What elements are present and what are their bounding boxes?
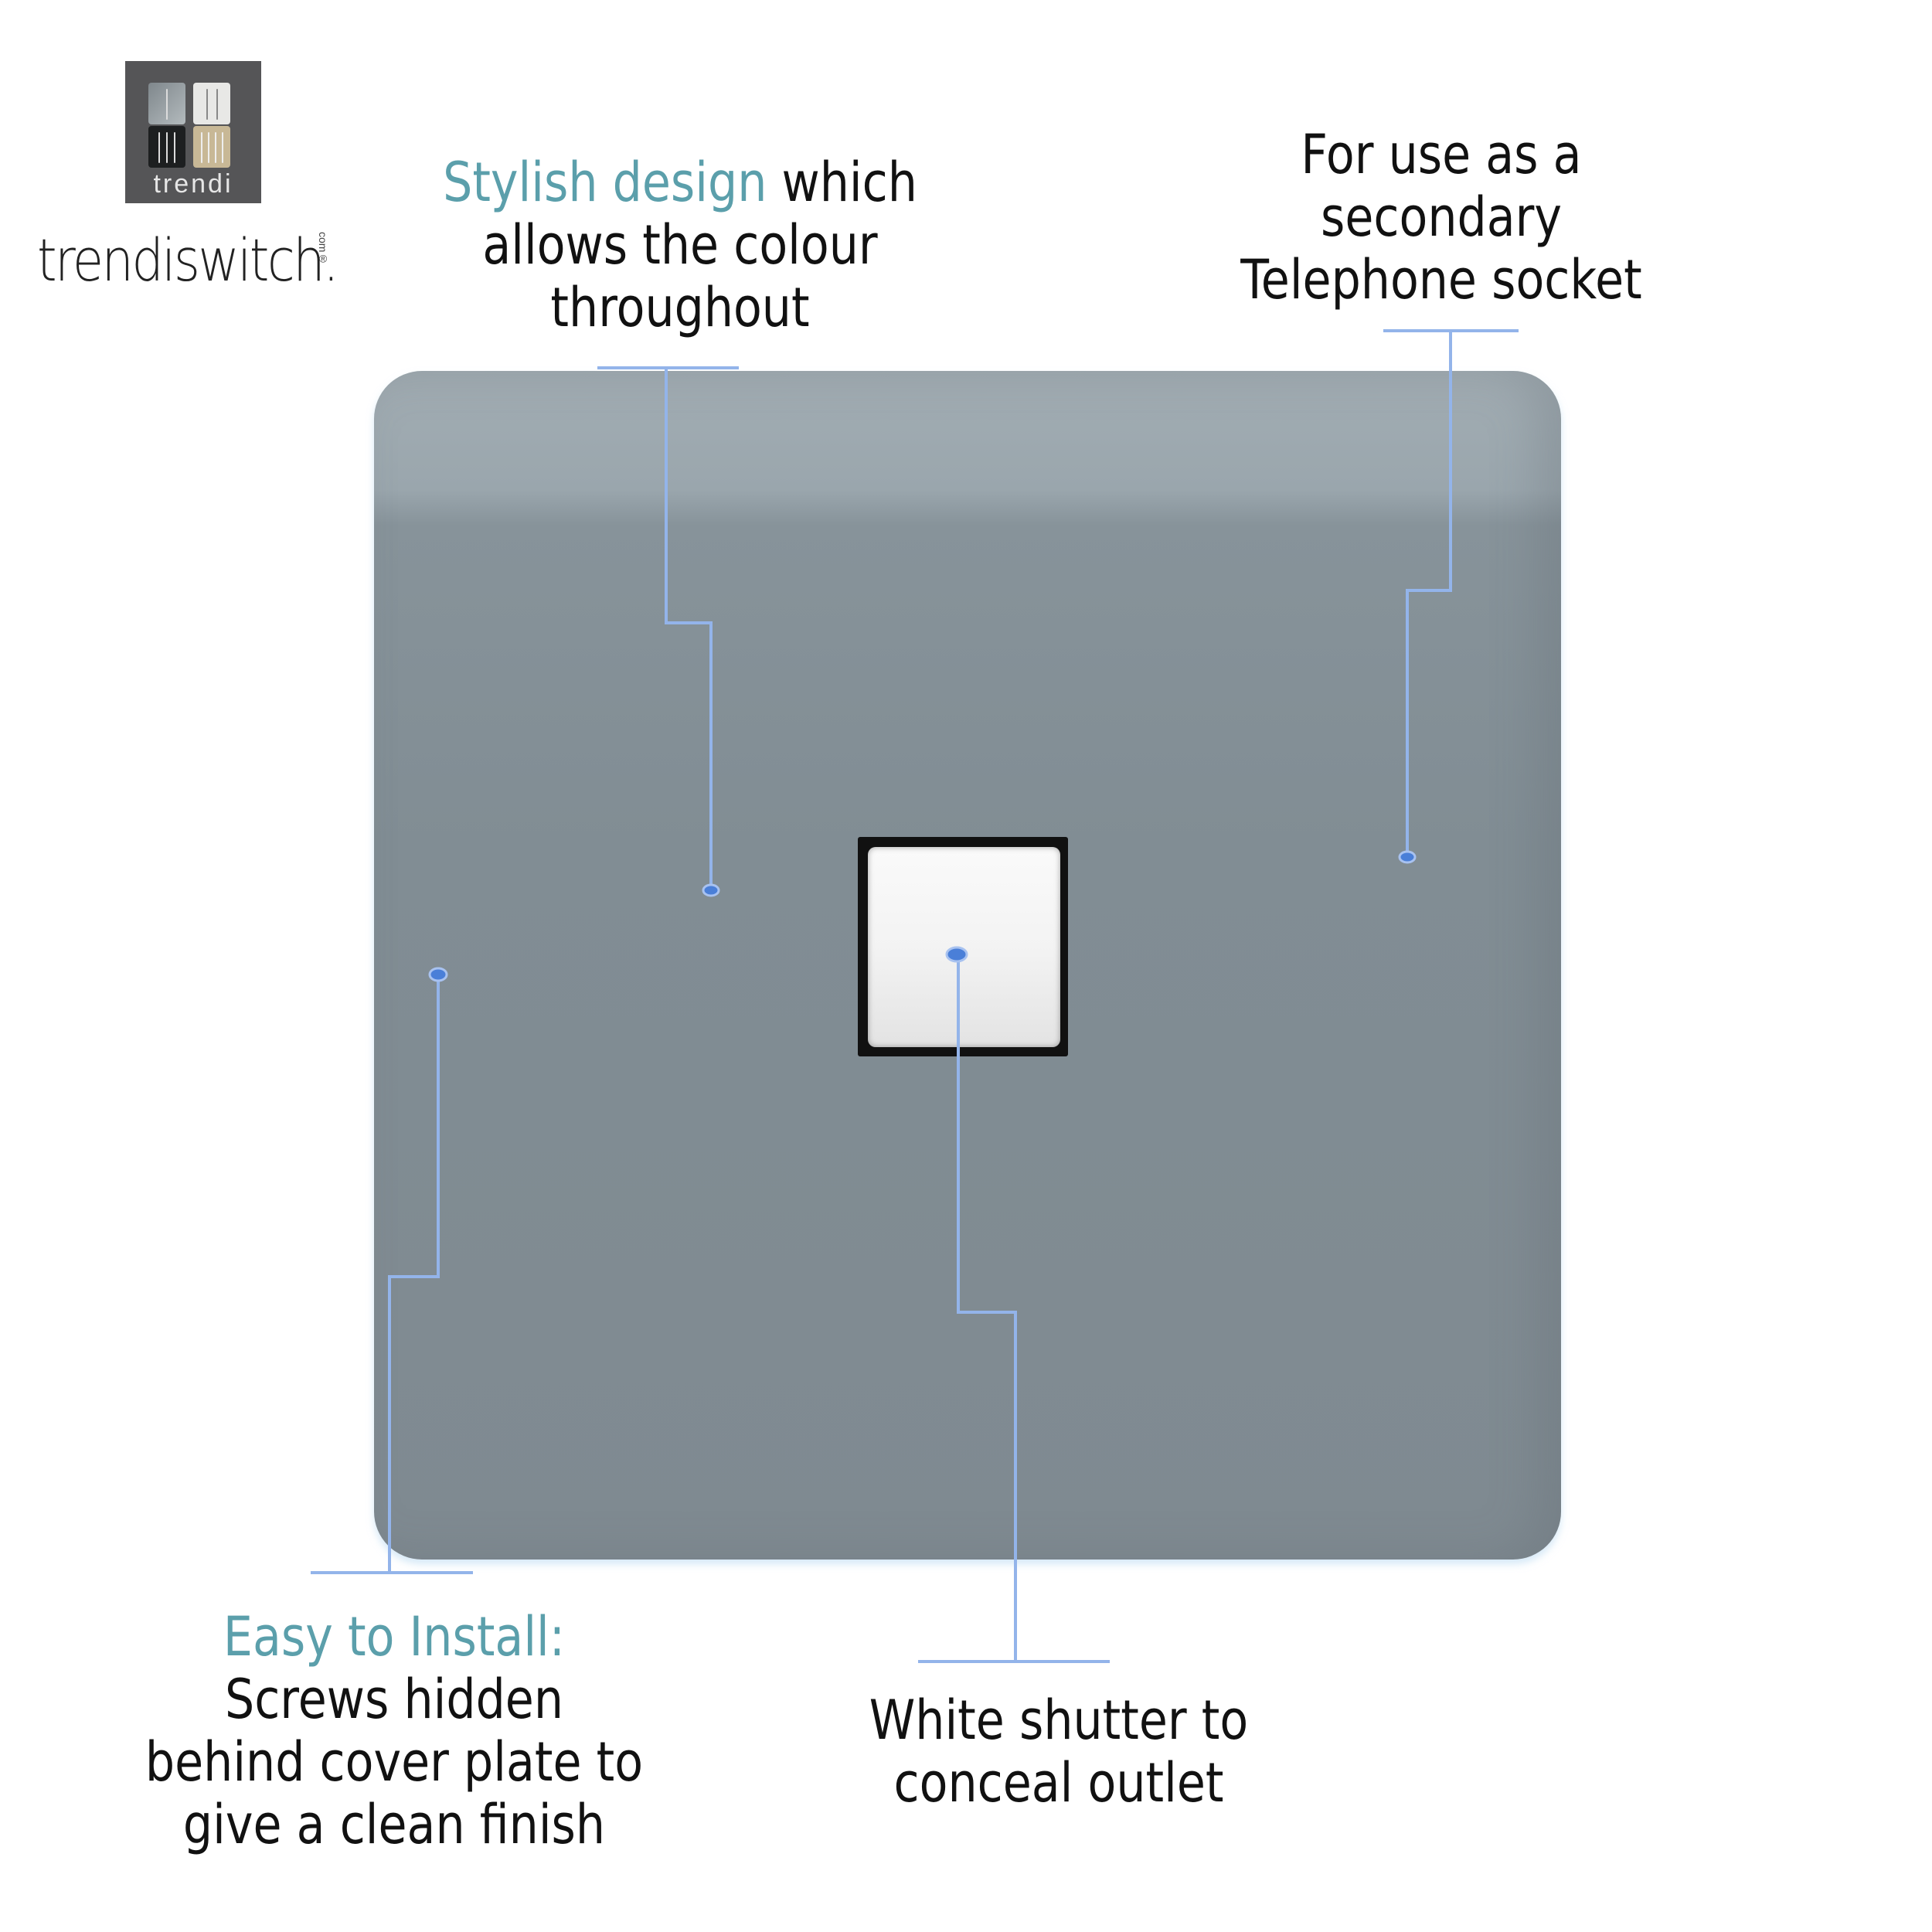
logo-tile-grey: [148, 83, 185, 124]
caption-telephone-socket: For use as a secondary Telephone socket: [1240, 123, 1642, 311]
logo-tile-white: [193, 83, 230, 124]
logo-tile-gold: [193, 126, 230, 168]
caption-white-shutter: White shutter to conceal outlet: [869, 1689, 1249, 1815]
caption-easy-install: Easy to Install: Screws hidden behind co…: [141, 1606, 647, 1856]
white-shutter-cover: [868, 847, 1060, 1047]
logo-badge-text: trendi: [153, 169, 233, 199]
brand-wordmark: trendiswitch.: [37, 226, 339, 294]
caption-accent: Easy to Install:: [223, 1605, 566, 1668]
caption-accent: Stylish design: [443, 151, 767, 214]
trendi-logo-badge: trendi: [125, 61, 261, 203]
brand-wordmark-suffix: com®: [317, 232, 329, 265]
caption-stylish-design: Stylish design which allows the colour t…: [443, 151, 917, 339]
logo-tile-black: [148, 126, 185, 168]
telephone-socket-shutter: [858, 837, 1068, 1056]
